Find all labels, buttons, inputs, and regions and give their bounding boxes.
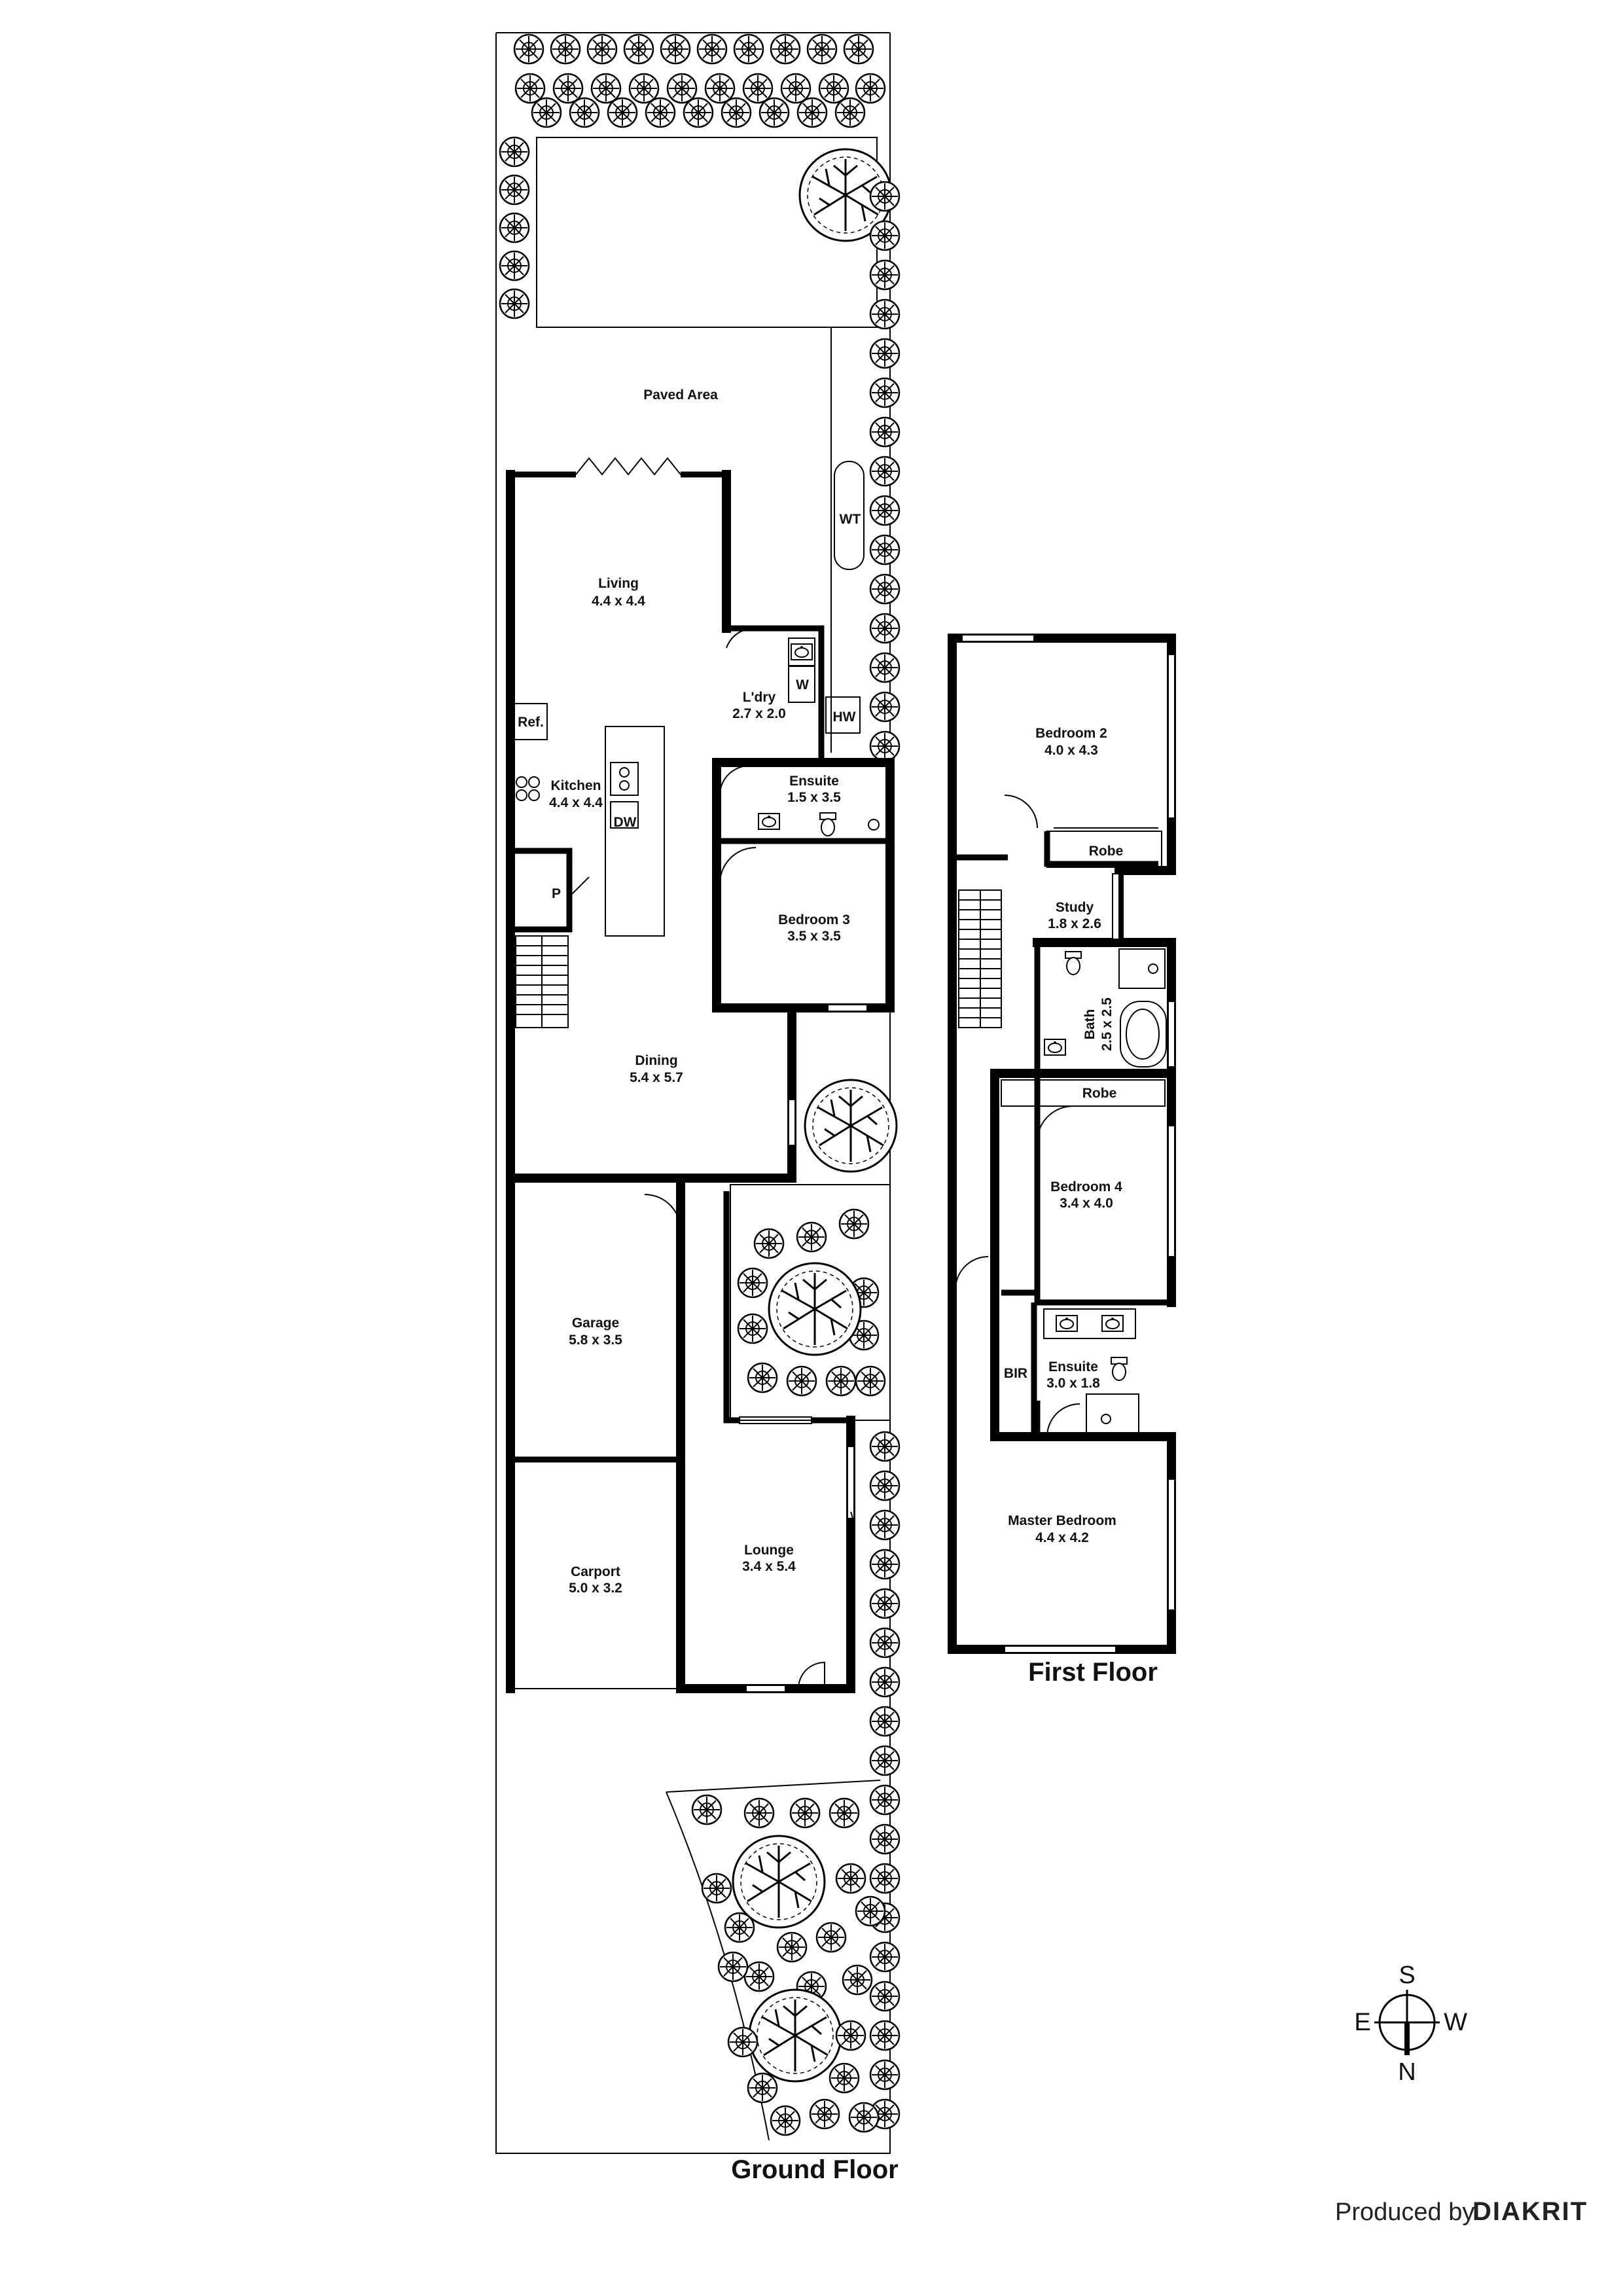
room-size-garage: 5.8 x 3.5 [569,1333,622,1348]
room-label-garage: Garage [572,1316,619,1331]
room-label-robe1: Robe [1089,844,1124,859]
kitchen-island [605,726,665,937]
first-floor [948,634,1176,1654]
room-label-w: W [796,677,809,692]
room-size-laundry: 2.7 x 2.0 [732,706,786,721]
room-label-hw: HW [833,709,856,725]
room-label-lounge: Lounge [744,1543,794,1558]
bathtub-icon [1120,1001,1167,1067]
room-size-lounge: 3.4 x 5.4 [742,1559,796,1574]
room-label-laundry: L'dry [743,690,776,705]
stair-icon [515,935,569,1028]
room-label-bedroom2: Bedroom 2 [1035,726,1107,741]
sink-icon [1044,1039,1066,1056]
first-floor-title: First Floor [1028,1658,1158,1687]
room-size-master: 4.4 x 4.2 [1035,1530,1089,1545]
room-label-dining: Dining [635,1053,677,1068]
room-label-carport: Carport [571,1564,620,1579]
room-size-bedroom4: 3.4 x 4.0 [1060,1196,1113,1211]
room-size-ensuite: 1.5 x 3.5 [787,790,841,805]
sink-icon [1101,1315,1124,1332]
room-label-living: Living [598,576,639,591]
sink-icon [610,762,639,796]
room-label-robe2: Robe [1082,1086,1117,1101]
sink-icon [1056,1315,1078,1332]
shower-icon [1086,1393,1139,1437]
compass-south: S [1399,1962,1415,1989]
lot-boundary [495,33,891,2154]
ground-floor [495,32,901,2154]
compass-west: W [1444,2009,1467,2036]
room-size-carport: 5.0 x 3.2 [569,1581,622,1596]
toilet-icon [1065,951,1082,975]
room-size-kitchen: 4.4 x 4.4 [549,795,603,810]
room-size-bedroom2: 4.0 x 4.3 [1044,743,1098,758]
credit-prefix: Produced by [1335,2198,1474,2226]
shrub-row-top [513,33,886,128]
room-label-study: Study [1056,900,1094,915]
room-size-bath: 2.5 x 2.5 [1099,997,1115,1051]
room-label-ensuite2: Ensuite [1048,1359,1098,1374]
room-label-ensuite: Ensuite [789,774,839,789]
room-label-wt: WT [840,512,861,527]
room-label-ref: Ref. [518,715,544,730]
room-label-bath: Bath [1082,1009,1097,1040]
bifold-door [575,457,681,476]
ground-floor-title: Ground Floor [731,2155,899,2184]
room-label-paved: Paved Area [643,387,718,403]
stair-icon [958,889,1002,1028]
compass-north: N [1398,2058,1416,2086]
cooktop-icon [516,776,540,801]
room-label-kitchen: Kitchen [550,778,601,793]
room-label-master: Master Bedroom [1008,1513,1116,1528]
room-size-ensuite2: 3.0 x 1.8 [1046,1376,1100,1391]
door-swing-icon [726,627,757,649]
room-size-living: 4.4 x 4.4 [592,594,645,609]
toilet-icon [1111,1357,1128,1381]
toilet-icon [819,812,836,836]
room-label-bir: BIR [1004,1366,1027,1381]
room-label-dw: DW [614,815,637,830]
compass-icon [1374,1990,1440,2055]
compass-east: E [1354,2009,1370,2036]
credit-brand: DIAKRIT [1472,2197,1588,2226]
room-label-pantry: P [552,886,561,901]
room-size-study: 1.8 x 2.6 [1048,916,1101,931]
water-tank [834,461,865,570]
left-hedge [499,136,530,319]
room-label-bedroom3: Bedroom 3 [778,912,850,927]
shower-icon [868,819,880,831]
sink-icon [758,813,780,830]
room-label-bedroom4: Bedroom 4 [1050,1179,1122,1194]
room-size-bedroom3: 3.5 x 3.5 [787,929,841,944]
shower-icon [1118,948,1166,989]
room-size-dining: 5.4 x 5.7 [630,1070,683,1085]
